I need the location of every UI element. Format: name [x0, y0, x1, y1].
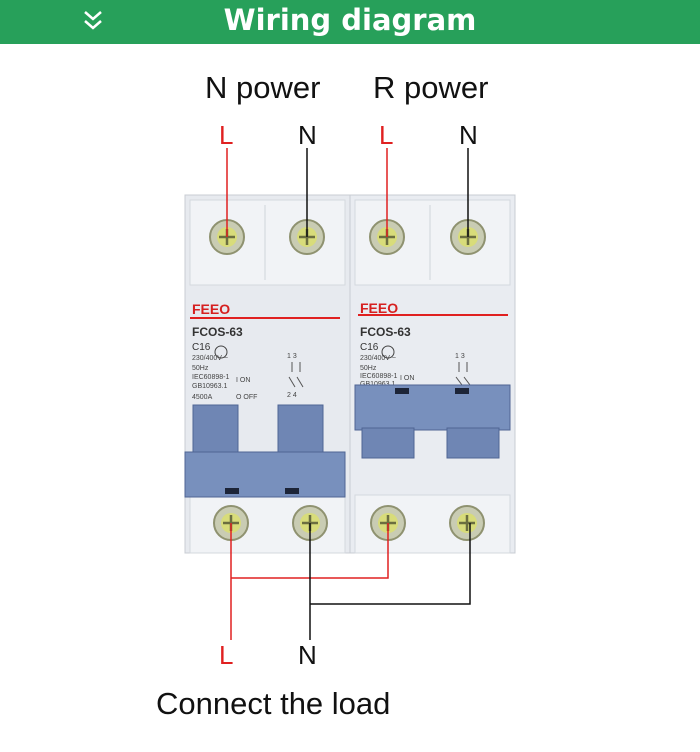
- svg-text:I ON: I ON: [400, 375, 414, 382]
- terminal-screw: [449, 505, 485, 541]
- svg-text:230/400V ~: 230/400V ~: [360, 355, 396, 362]
- neutral-wire: [310, 523, 471, 605]
- breaker-handle: [192, 404, 239, 461]
- breaker-handle: [277, 404, 324, 461]
- svg-text:230/400V ~: 230/400V ~: [192, 355, 228, 362]
- svg-text:50Hz: 50Hz: [192, 365, 209, 372]
- breaker-handle: [446, 427, 500, 459]
- r-power-label: R power: [373, 70, 489, 105]
- svg-text:1 3: 1 3: [287, 353, 297, 360]
- svg-text:GB10963.1: GB10963.1: [192, 383, 228, 390]
- svg-text:IEC60898-1: IEC60898-1: [360, 373, 397, 380]
- rating-label: C16: [360, 342, 379, 353]
- rating-label: C16: [192, 342, 211, 353]
- double-chevron-down-icon: [84, 11, 102, 30]
- svg-text:4500A: 4500A: [192, 394, 213, 401]
- model-label: FCOS-63: [192, 325, 243, 339]
- svg-text:I ON: I ON: [236, 377, 250, 384]
- brand-logo: FEEO: [192, 301, 230, 317]
- breaker-handle: [361, 427, 415, 459]
- header-bar: Wiring diagram: [0, 0, 700, 44]
- model-label: FCOS-63: [360, 325, 411, 339]
- page-title: Wiring diagram: [223, 3, 477, 37]
- load-label: Connect the load: [156, 686, 391, 721]
- svg-text:2 4: 2 4: [287, 392, 297, 399]
- svg-text:1 3: 1 3: [455, 353, 465, 360]
- svg-text:50Hz: 50Hz: [360, 365, 377, 372]
- brand-logo: FEEO: [360, 300, 398, 316]
- svg-text:IEC60898-1: IEC60898-1: [192, 374, 229, 381]
- line-label: L: [379, 120, 394, 150]
- svg-text:O OFF: O OFF: [236, 394, 257, 401]
- handle-tie-bar: [184, 451, 346, 498]
- line-label: L: [219, 120, 234, 150]
- live-wire: [231, 523, 389, 579]
- n-power-label: N power: [205, 70, 321, 105]
- handle-tie-bar: [354, 384, 511, 431]
- load-line-label: L: [219, 640, 234, 670]
- load-neutral-label: N: [298, 640, 317, 670]
- neutral-label: N: [298, 120, 317, 150]
- neutral-label: N: [459, 120, 478, 150]
